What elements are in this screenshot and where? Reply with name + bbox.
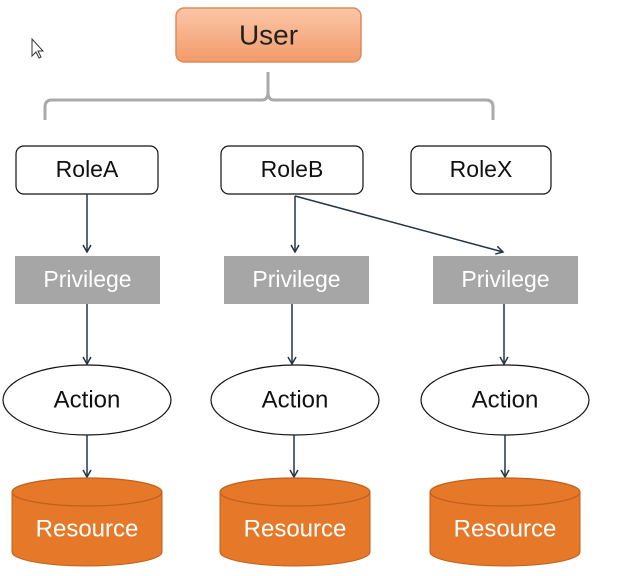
resource-label-a: Resource — [36, 515, 139, 542]
role-label-b: RoleB — [261, 156, 324, 182]
resource-label-x: Resource — [454, 515, 557, 542]
privilege-label-x: Privilege — [461, 266, 549, 292]
role-box-b — [220, 145, 364, 195]
privilege-box-x — [433, 256, 578, 304]
role-label-a: RoleA — [56, 156, 119, 182]
privilege-box-b — [224, 256, 369, 304]
resource-cylinder-a — [11, 477, 163, 567]
role-box-x — [410, 145, 552, 195]
resource-cylinder-b — [219, 477, 371, 567]
arrow-roleb-privilege-x — [294, 195, 505, 255]
role-label-x: RoleX — [450, 156, 513, 182]
privilege-label-b: Privilege — [252, 266, 340, 292]
user-node-label: User — [239, 19, 298, 50]
action-label-x: Action — [472, 386, 539, 413]
user-node — [175, 7, 362, 63]
privilege-box-a — [15, 256, 160, 304]
action-label-a: Action — [54, 386, 121, 413]
user-roles-brace — [43, 72, 495, 120]
action-label-b: Action — [262, 386, 329, 413]
mouse-cursor-icon — [31, 37, 45, 59]
privilege-label-a: Privilege — [43, 266, 131, 292]
resource-label-b: Resource — [244, 515, 347, 542]
resource-cylinder-x — [429, 477, 581, 567]
action-ellipse-b — [210, 364, 380, 436]
